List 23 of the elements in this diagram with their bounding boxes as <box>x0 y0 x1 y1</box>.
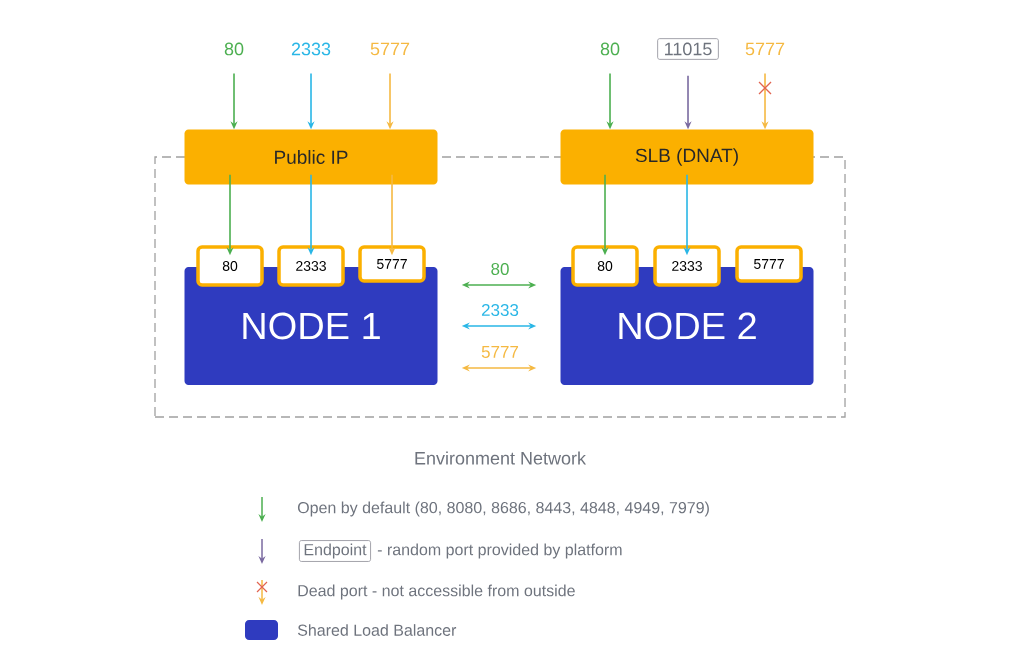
boundary-label: Environment Network <box>415 451 587 465</box>
port-number: 5777 <box>745 42 785 56</box>
legend-label: Shared Load Balancer <box>297 624 457 636</box>
endpoint-tag: Endpoint <box>299 540 371 562</box>
port-box: 80 <box>571 245 639 287</box>
port-box: 2333 <box>653 245 721 287</box>
legend-label: - random port provided by platform <box>377 543 622 559</box>
edge-label: 5777 <box>480 345 520 359</box>
port-box: 2333 <box>277 245 345 287</box>
port-number: 2333 <box>291 42 331 56</box>
gateway-box: Public IP <box>184 129 438 185</box>
legend-label: Dead port - not accessible from outside <box>298 584 575 600</box>
port-number: 5777 <box>370 42 410 56</box>
port-box: 5777 <box>735 245 803 283</box>
port-number: 80 <box>224 42 244 56</box>
edge-label: 2333 <box>480 303 520 317</box>
legend-label: Open by default (80, 8080, 8686, 8443, 4848, 4949, 7979) <box>297 501 709 517</box>
port-box: 5777 <box>358 245 426 283</box>
port-number: 80 <box>600 42 620 56</box>
gateway-box: SLB (DNAT) <box>560 129 814 185</box>
port-box: 80 <box>196 245 264 287</box>
edge-label: 80 <box>489 262 511 276</box>
port-tag: 11015 <box>657 38 719 60</box>
